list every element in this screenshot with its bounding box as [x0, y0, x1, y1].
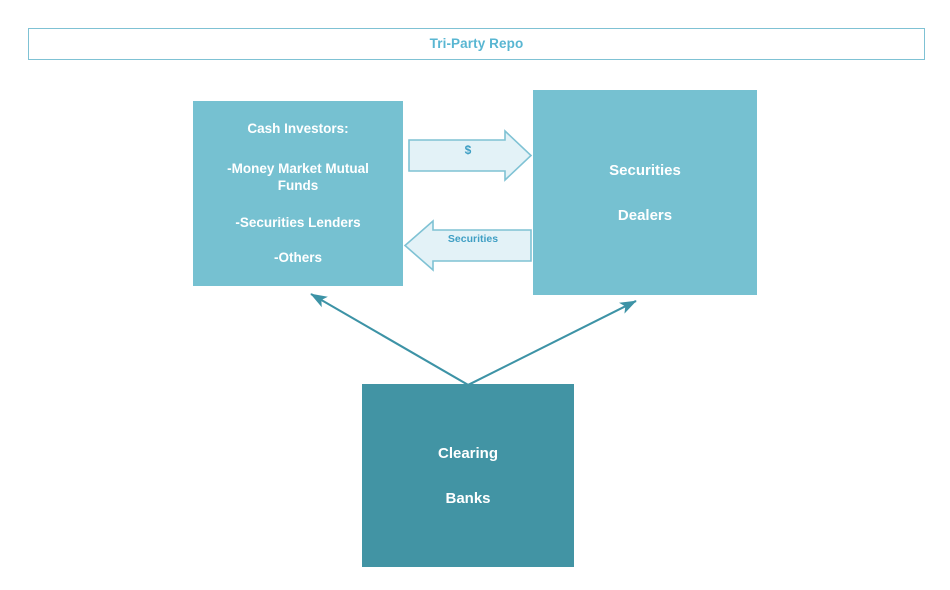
clearing-banks-label-line2: Banks: [445, 489, 491, 507]
securities-dealers-label-line2: Dealers: [617, 206, 673, 224]
clearing-to-cash-connector: [310, 293, 471, 387]
cash-flow-arrow: [408, 129, 533, 182]
cash-investors-item-securities-lenders: -Securities Lenders: [235, 215, 361, 231]
cash-investors-item-mmmf-line1: -Money Market Mutual: [227, 160, 369, 176]
securities-dealers-box[interactable]: Securities Dealers: [533, 90, 757, 295]
clearing-banks-box[interactable]: Clearing Banks: [362, 384, 574, 567]
securities-flow-arrow: [403, 219, 532, 272]
cash-investors-heading: Cash Investors:: [247, 121, 349, 137]
securities-dealers-label-line1: Securities: [609, 161, 681, 179]
cash-investors-item-others: -Others: [273, 250, 322, 266]
cash-investors-item-mmmf-line2: Funds: [277, 177, 319, 193]
diagram-title-banner: Tri-Party Repo: [28, 28, 925, 60]
cash-investors-box[interactable]: Cash Investors: -Money Market Mutual Fun…: [193, 101, 403, 286]
diagram-title-text: Tri-Party Repo: [429, 36, 524, 52]
clearing-to-dealers-connector: [465, 300, 637, 387]
clearing-banks-label-line1: Clearing: [437, 444, 498, 462]
